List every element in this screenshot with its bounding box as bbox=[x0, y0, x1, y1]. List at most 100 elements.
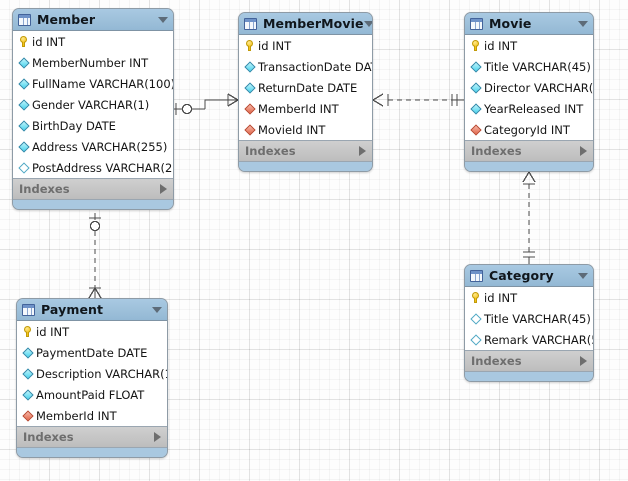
column-label: Remark VARCHAR(500) bbox=[484, 332, 593, 347]
column-icon bbox=[18, 98, 30, 111]
table-movie[interactable]: Movie id INT Title VARCHAR(45) Director VAR… bbox=[464, 12, 594, 172]
column-label: AmountPaid FLOAT bbox=[36, 387, 145, 402]
table-header-category[interactable]: Category bbox=[465, 265, 593, 287]
column-label: YearReleased INT bbox=[484, 101, 584, 116]
table-title: Member bbox=[37, 12, 96, 27]
table-footer bbox=[239, 162, 372, 171]
table-column[interactable]: Title VARCHAR(45) bbox=[465, 56, 593, 77]
column-label: PostAddress VARCHAR(255) bbox=[32, 160, 173, 175]
table-column[interactable]: Address VARCHAR(255) bbox=[13, 136, 173, 157]
table-column[interactable]: TransactionDate DATE bbox=[239, 56, 372, 77]
column-icon bbox=[18, 56, 30, 69]
indexes-row-membermovie[interactable]: Indexes bbox=[239, 141, 372, 162]
table-title: Payment bbox=[41, 302, 104, 317]
table-title: Movie bbox=[489, 16, 532, 31]
table-column[interactable]: MemberNumber INT bbox=[13, 52, 173, 73]
table-column[interactable]: id INT bbox=[465, 35, 593, 56]
foreign-key-icon bbox=[244, 123, 256, 136]
chevron-right-icon[interactable] bbox=[160, 184, 167, 194]
column-label: Director VARCHAR(45) bbox=[484, 80, 594, 95]
table-header-payment[interactable]: Payment bbox=[17, 299, 167, 321]
column-label: MemberId INT bbox=[258, 101, 339, 116]
table-column[interactable]: MovieId INT bbox=[239, 119, 372, 140]
table-column[interactable]: MemberId INT bbox=[17, 405, 167, 426]
table-column[interactable]: CategoryId INT bbox=[465, 119, 593, 140]
chevron-right-icon[interactable] bbox=[154, 432, 161, 442]
table-icon bbox=[470, 17, 483, 30]
table-column[interactable]: id INT bbox=[13, 31, 173, 52]
table-column[interactable]: MemberId INT bbox=[239, 98, 372, 119]
column-icon bbox=[470, 102, 482, 115]
column-label: id INT bbox=[484, 38, 518, 53]
table-column[interactable]: BirthDay DATE bbox=[13, 115, 173, 136]
table-column[interactable]: id INT bbox=[17, 321, 167, 342]
foreign-key-icon bbox=[470, 123, 482, 136]
chevron-down-icon[interactable] bbox=[578, 20, 588, 27]
table-icon bbox=[18, 13, 31, 26]
table-column[interactable]: FullName VARCHAR(100) bbox=[13, 73, 173, 94]
table-title: MemberMovie bbox=[263, 16, 364, 31]
table-column[interactable]: Description VARCHAR(100) bbox=[17, 363, 167, 384]
table-column[interactable]: Title VARCHAR(45) bbox=[465, 308, 593, 329]
table-header-membermovie[interactable]: MemberMovie bbox=[239, 13, 372, 35]
column-label: Title VARCHAR(45) bbox=[484, 59, 591, 74]
table-column[interactable]: id INT bbox=[239, 35, 372, 56]
chevron-down-icon[interactable] bbox=[363, 20, 372, 27]
connector-member-membermovie bbox=[174, 93, 239, 115]
chevron-down-icon[interactable] bbox=[152, 306, 162, 313]
column-icon bbox=[22, 367, 34, 380]
primary-key-icon bbox=[20, 36, 27, 47]
table-column[interactable]: Director VARCHAR(45) bbox=[465, 77, 593, 98]
indexes-row-member[interactable]: Indexes bbox=[13, 179, 173, 200]
table-column[interactable]: PostAddress VARCHAR(255) bbox=[13, 157, 173, 178]
table-icon bbox=[470, 269, 483, 282]
primary-key-icon bbox=[472, 292, 479, 303]
table-column[interactable]: id INT bbox=[465, 287, 593, 308]
chevron-right-icon[interactable] bbox=[580, 146, 587, 156]
table-footer bbox=[465, 162, 593, 171]
table-column[interactable]: YearReleased INT bbox=[465, 98, 593, 119]
column-label: ReturnDate DATE bbox=[258, 80, 358, 95]
table-title: Category bbox=[489, 268, 554, 283]
column-icon bbox=[244, 60, 256, 73]
table-header-movie[interactable]: Movie bbox=[465, 13, 593, 35]
table-icon bbox=[22, 303, 35, 316]
table-columns-payment: id INT PaymentDate DATE Description VARCHA… bbox=[17, 321, 167, 427]
column-label: PaymentDate DATE bbox=[36, 345, 148, 360]
chevron-right-icon[interactable] bbox=[359, 146, 366, 156]
column-icon bbox=[18, 140, 30, 153]
indexes-row-payment[interactable]: Indexes bbox=[17, 427, 167, 448]
table-column[interactable]: Gender VARCHAR(1) bbox=[13, 94, 173, 115]
table-payment[interactable]: Payment id INT PaymentDate DATE Description… bbox=[16, 298, 168, 458]
indexes-row-category[interactable]: Indexes bbox=[465, 351, 593, 372]
table-icon bbox=[244, 17, 257, 30]
column-label: MovieId INT bbox=[258, 122, 326, 137]
table-column[interactable]: ReturnDate DATE bbox=[239, 77, 372, 98]
table-column[interactable]: Remark VARCHAR(500) bbox=[465, 329, 593, 350]
indexes-row-movie[interactable]: Indexes bbox=[465, 141, 593, 162]
table-header-member[interactable]: Member bbox=[13, 9, 173, 31]
chevron-right-icon[interactable] bbox=[580, 356, 587, 366]
table-column[interactable]: PaymentDate DATE bbox=[17, 342, 167, 363]
column-label: Gender VARCHAR(1) bbox=[32, 97, 150, 112]
chevron-down-icon[interactable] bbox=[158, 16, 168, 23]
table-column[interactable]: AmountPaid FLOAT bbox=[17, 384, 167, 405]
indexes-label: Indexes bbox=[19, 182, 70, 196]
chevron-down-icon[interactable] bbox=[578, 272, 588, 279]
foreign-key-icon bbox=[22, 409, 34, 422]
table-footer bbox=[13, 200, 173, 209]
column-icon bbox=[18, 119, 30, 132]
connector-movie-category bbox=[522, 171, 536, 264]
nullable-column-icon bbox=[470, 312, 482, 325]
nullable-column-icon bbox=[470, 333, 482, 346]
indexes-label: Indexes bbox=[471, 144, 522, 158]
column-icon bbox=[470, 60, 482, 73]
column-icon bbox=[22, 388, 34, 401]
